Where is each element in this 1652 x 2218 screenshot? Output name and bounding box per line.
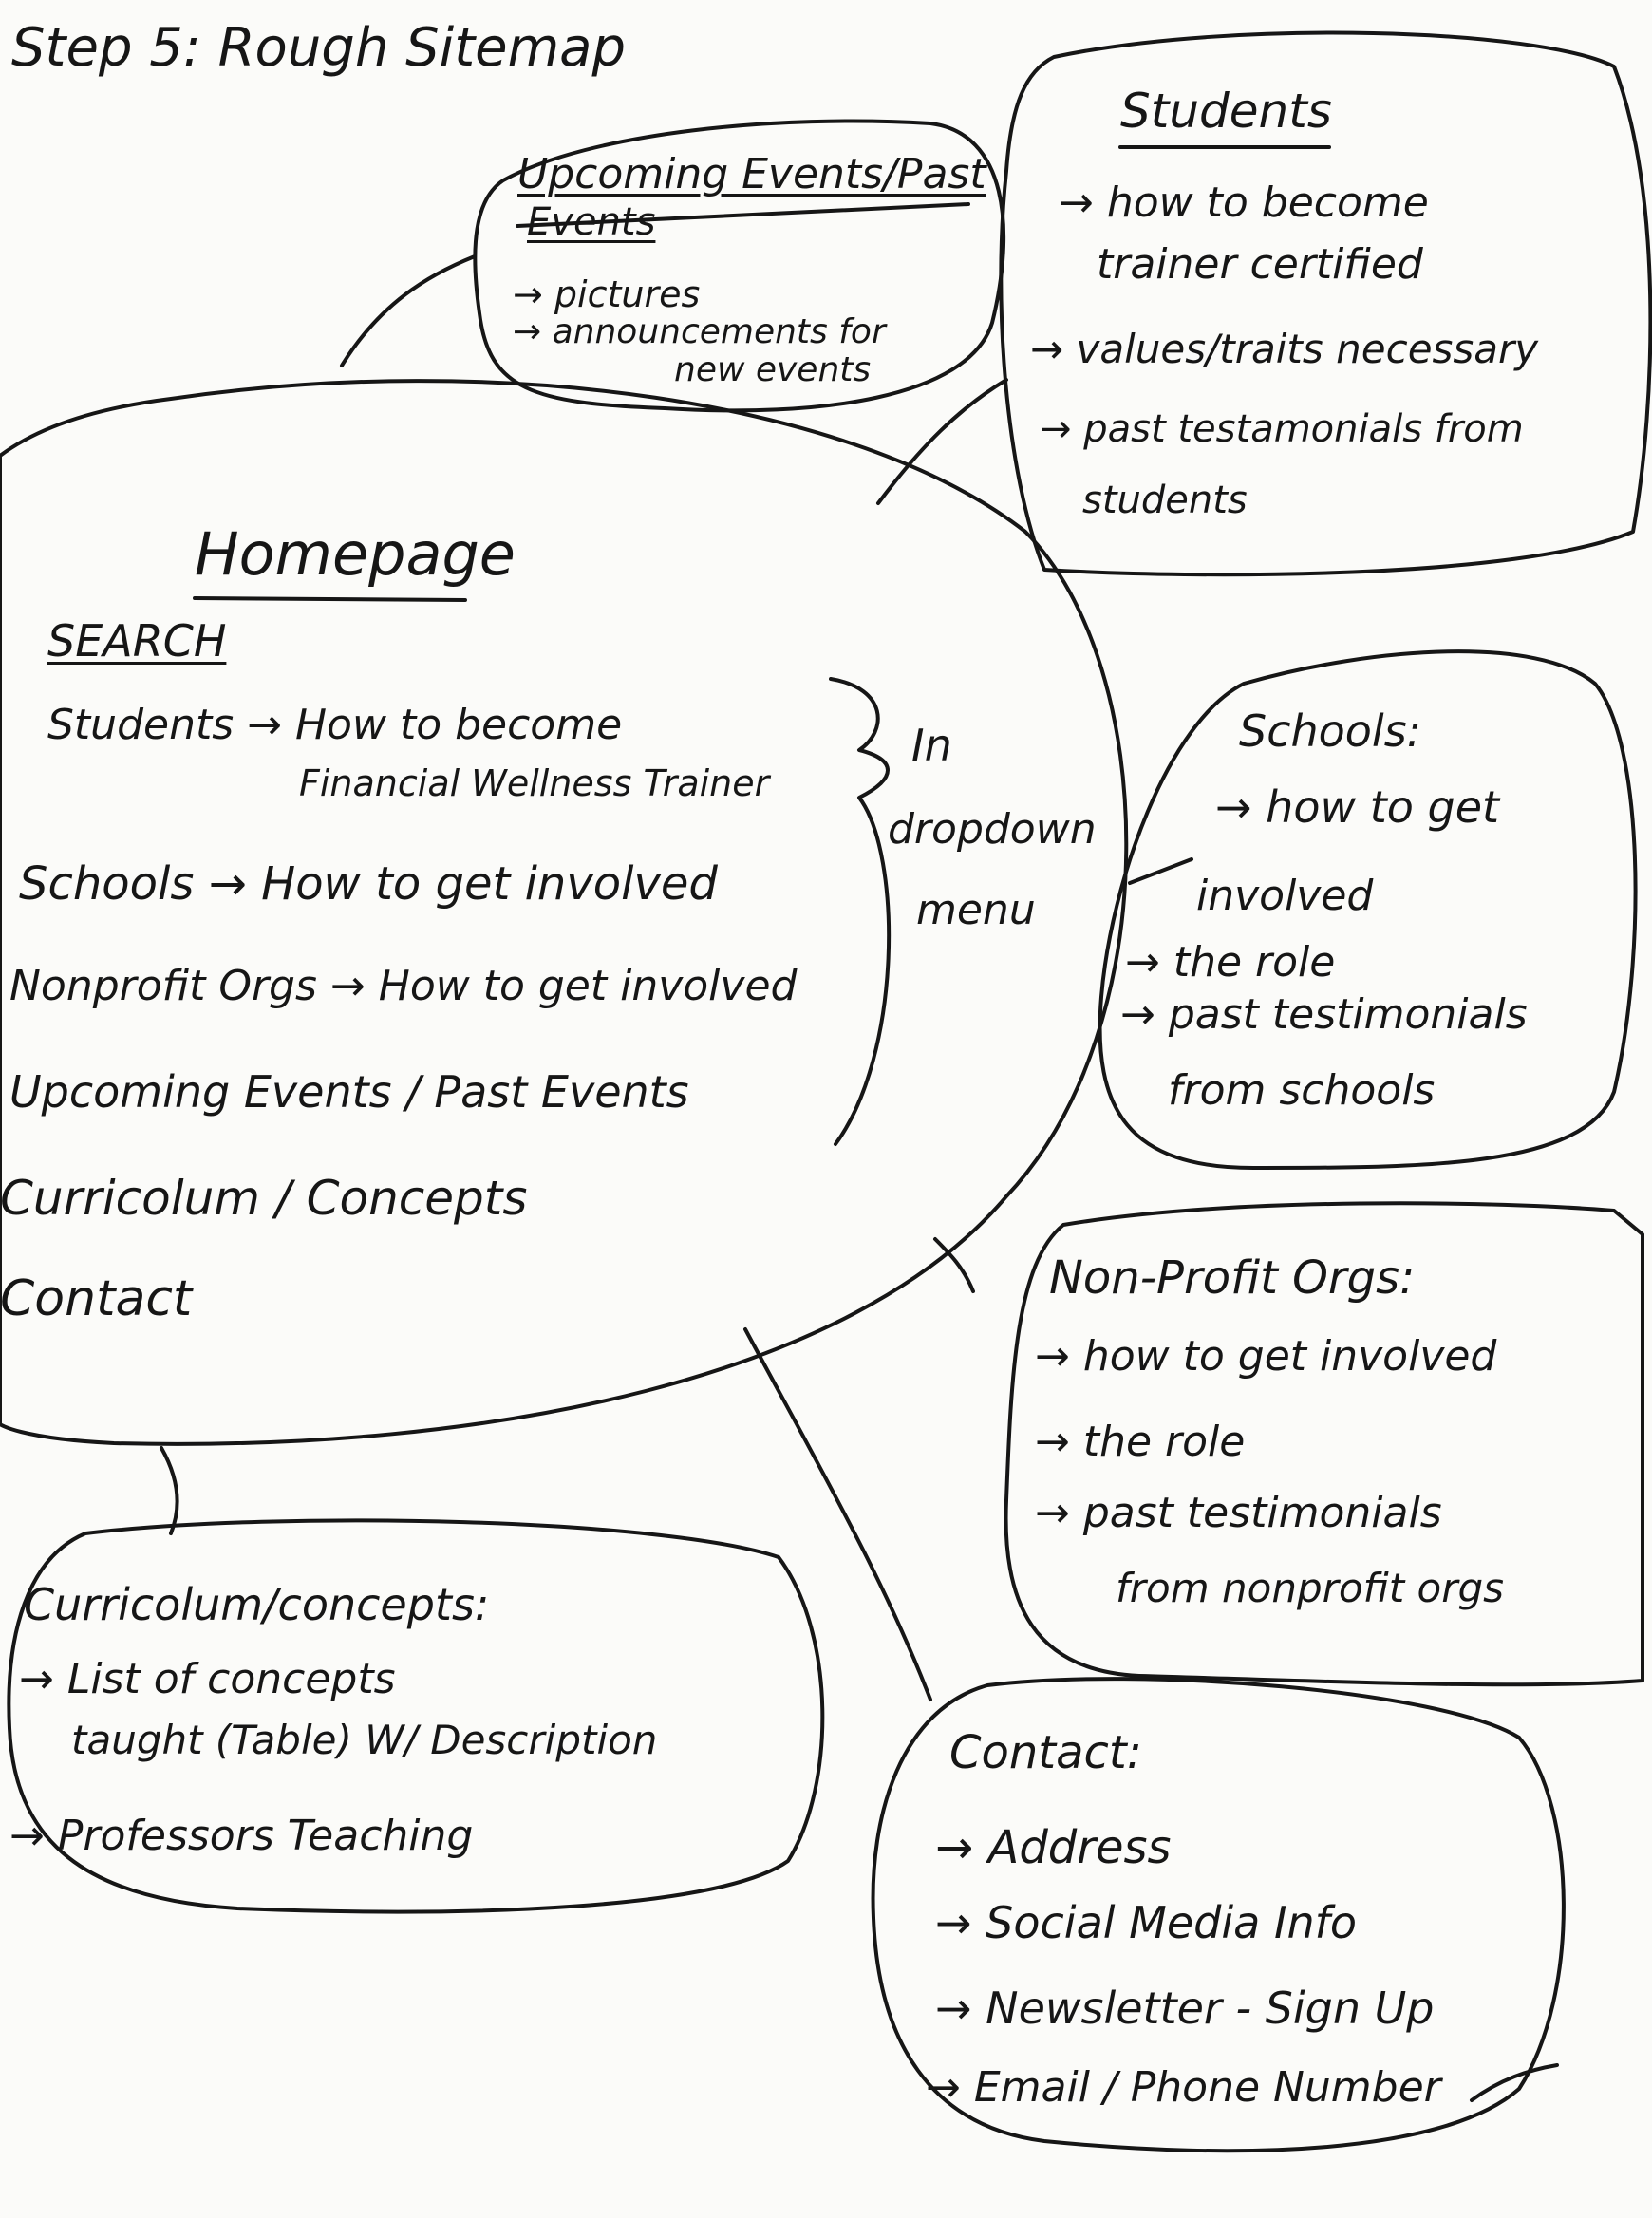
nonprofit-item: → past testimonials bbox=[1035, 1489, 1442, 1537]
students-item: students bbox=[1082, 479, 1248, 522]
connector-homepage-contact bbox=[743, 1327, 932, 1701]
homepage-nav-item: Nonprofit Orgs → How to get involved bbox=[9, 962, 798, 1010]
schools-item: → past testimonials bbox=[1120, 990, 1528, 1039]
contact-item: → Social Media Info bbox=[935, 1897, 1358, 1948]
connector-homepage-curriculum bbox=[160, 1446, 179, 1535]
events-title-line1: Upcoming Events/Past bbox=[517, 150, 986, 198]
students-title: Students bbox=[1120, 84, 1332, 139]
students-item: → past testamonials from bbox=[1040, 407, 1524, 451]
homepage-title: Homepage bbox=[195, 519, 516, 589]
schools-item: from schools bbox=[1168, 1066, 1436, 1115]
homepage-nav-item: Upcoming Events / Past Events bbox=[9, 1066, 689, 1118]
homepage-nav-item: Financial Wellness Trainer bbox=[299, 762, 770, 804]
connector-homepage-students bbox=[876, 378, 1008, 505]
students-item: → values/traits necessary bbox=[1030, 326, 1539, 372]
homepage-nav-item: Schools → How to get involved bbox=[19, 857, 718, 911]
nonprofit-item: from nonprofit orgs bbox=[1116, 1565, 1505, 1611]
curriculum-item: taught (Table) W/ Description bbox=[71, 1717, 658, 1763]
students-item: trainer certified bbox=[1097, 240, 1423, 289]
events-title-line2: Events bbox=[527, 200, 656, 244]
scribble-mark bbox=[1470, 2063, 1559, 2102]
events-item: new events bbox=[674, 350, 872, 389]
nonprofit-item: → how to get involved bbox=[1035, 1332, 1497, 1381]
dropdown-note: menu bbox=[916, 886, 1036, 934]
schools-item: → how to get bbox=[1215, 781, 1500, 833]
events-blob bbox=[473, 119, 1006, 413]
events-item: → pictures bbox=[513, 273, 701, 315]
homepage-search-label: SEARCH bbox=[47, 615, 227, 667]
nonprofit-item: → the role bbox=[1035, 1418, 1246, 1466]
dropdown-brace bbox=[829, 677, 892, 1146]
schools-blob bbox=[1098, 649, 1638, 1170]
curriculum-item: → Professors Teaching bbox=[9, 1812, 474, 1860]
curriculum-title: Curricolum/concepts: bbox=[24, 1579, 490, 1630]
nonprofit-title: Non-Profit Orgs: bbox=[1049, 1251, 1416, 1305]
connector-homepage-events bbox=[340, 254, 477, 367]
contact-blob bbox=[871, 1677, 1566, 2153]
dropdown-note: dropdown bbox=[888, 805, 1097, 854]
students-item: → how to become bbox=[1059, 179, 1429, 227]
schools-title: Schools: bbox=[1239, 705, 1422, 757]
contact-item: → Address bbox=[935, 1821, 1172, 1874]
nonprofit-blob bbox=[1004, 1201, 1644, 1687]
homepage-nav-item: Curricolum / Concepts bbox=[0, 1171, 528, 1226]
schools-item: → the role bbox=[1125, 938, 1336, 987]
dropdown-note: In bbox=[911, 720, 952, 771]
curriculum-blob bbox=[7, 1518, 825, 1914]
connector-homepage-schools bbox=[1128, 857, 1193, 885]
schools-item: involved bbox=[1196, 872, 1374, 920]
page-title: Step 5: Rough Sitemap bbox=[11, 17, 627, 79]
homepage-oval bbox=[0, 379, 1129, 1446]
connector-homepage-nonprofit bbox=[933, 1237, 975, 1293]
students-blob bbox=[999, 30, 1652, 577]
events-item: → announcements for bbox=[513, 312, 886, 351]
curriculum-item: → List of concepts bbox=[19, 1655, 396, 1703]
contact-title: Contact: bbox=[949, 1726, 1142, 1779]
contact-item: → Email / Phone Number bbox=[926, 2063, 1441, 2112]
homepage-title-underline bbox=[193, 596, 467, 602]
contact-item: → Newsletter - Sign Up bbox=[935, 1983, 1435, 2034]
homepage-nav-item: Students → How to become bbox=[47, 701, 623, 749]
homepage-nav-item: Contact bbox=[0, 1270, 193, 1327]
events-title-underline bbox=[516, 202, 970, 228]
